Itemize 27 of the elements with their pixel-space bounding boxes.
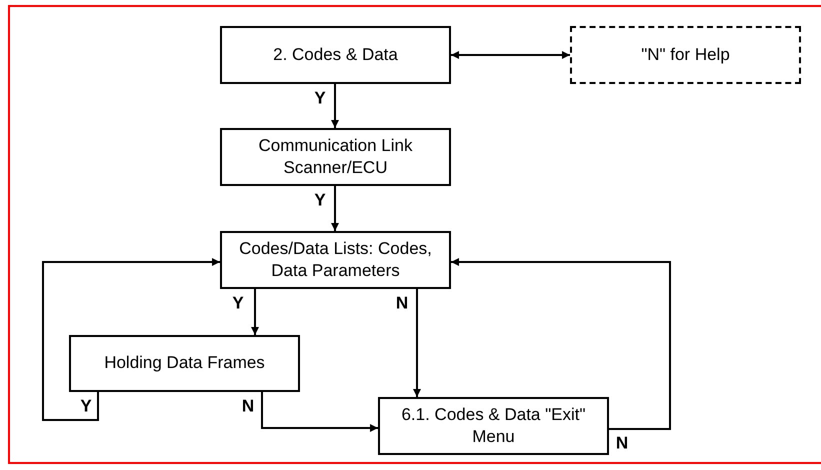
box-text: Holding Data Frames xyxy=(104,352,265,374)
box-text: 6.1. Codes & Data "Exit" Menu xyxy=(400,404,587,448)
process-box xyxy=(220,128,451,186)
process-box xyxy=(378,397,609,455)
box-text: "N" for Help xyxy=(641,44,730,66)
arrow xyxy=(251,289,259,335)
arrow xyxy=(261,392,378,432)
box-text: Communication Link Scanner/ECU xyxy=(257,134,414,179)
process-box xyxy=(220,231,451,289)
edge-label: N xyxy=(394,294,410,312)
dashed-box xyxy=(570,26,801,84)
arrow xyxy=(42,258,220,421)
edge-label: Y xyxy=(231,294,245,312)
edge-label: N xyxy=(240,398,256,414)
process-box xyxy=(220,26,451,84)
edge-label: Y xyxy=(313,90,327,106)
edge-label: N xyxy=(614,434,630,452)
arrow xyxy=(331,84,339,128)
arrow xyxy=(413,289,421,397)
edge-label: Y xyxy=(313,192,327,208)
arrow xyxy=(331,186,339,231)
process-box xyxy=(69,335,300,392)
box-text: 2. Codes & Data xyxy=(273,44,398,66)
arrow xyxy=(451,258,671,430)
arrow xyxy=(451,51,570,59)
box-text: Codes/Data Lists: Codes, Data Parameters xyxy=(238,238,433,282)
edge-label: Y xyxy=(79,398,93,414)
